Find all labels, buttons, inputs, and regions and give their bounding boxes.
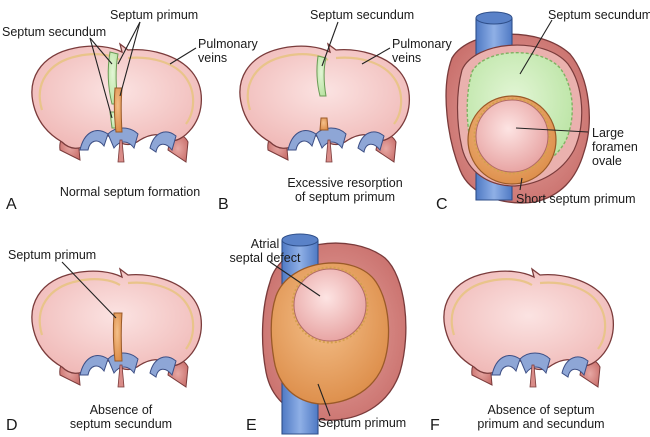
panel-b-label-septum-secundum: Septum secundum xyxy=(310,8,415,22)
panel-a-label-pulmonary-veins: Pulmonary veins xyxy=(198,37,258,65)
panel-a-drawing xyxy=(30,42,203,164)
panel-b-label-pulmonary-veins: Pulmonary veins xyxy=(392,37,452,65)
panel-e-label-septum-primum: Septum primum xyxy=(318,416,407,430)
panel-f-drawing xyxy=(442,267,615,389)
panel-e-letter: E xyxy=(246,417,257,434)
panel-c-label-large-foramen-ovale: Large foramen ovale xyxy=(592,126,638,168)
panel-b-letter: B xyxy=(218,196,229,213)
panel-e-drawing xyxy=(261,233,407,435)
panel-a-letter: A xyxy=(6,196,17,213)
panel-a-caption: Normal septum formation xyxy=(59,185,201,199)
panel-d-caption: Absence of septum secundum xyxy=(69,403,173,431)
panel-d-drawing xyxy=(30,267,203,389)
panel-a-label-septum-primum: Septum primum xyxy=(110,8,199,22)
panel-c-label-short-septum-primum: Short septum primum xyxy=(516,192,636,206)
panel-f-letter: F xyxy=(430,417,440,434)
panel-c-label-septum-secundum: Septum secundum xyxy=(548,8,650,22)
panel-c-drawing xyxy=(445,11,590,204)
panel-c-letter: C xyxy=(436,196,448,213)
panel-d-label-septum-primum: Septum primum xyxy=(8,248,97,262)
panel-f-caption: Absence of septum primum and secundum xyxy=(477,403,605,431)
panel-b-caption: Excessive resorption of septum primum xyxy=(287,176,403,204)
panel-d-letter: D xyxy=(6,417,18,434)
panel-b-drawing xyxy=(238,42,411,164)
panel-e-label-atrial-septal-defect: Atrial septal defect xyxy=(229,237,301,265)
panel-a-label-septum-secundum: Septum secundum xyxy=(2,25,107,39)
